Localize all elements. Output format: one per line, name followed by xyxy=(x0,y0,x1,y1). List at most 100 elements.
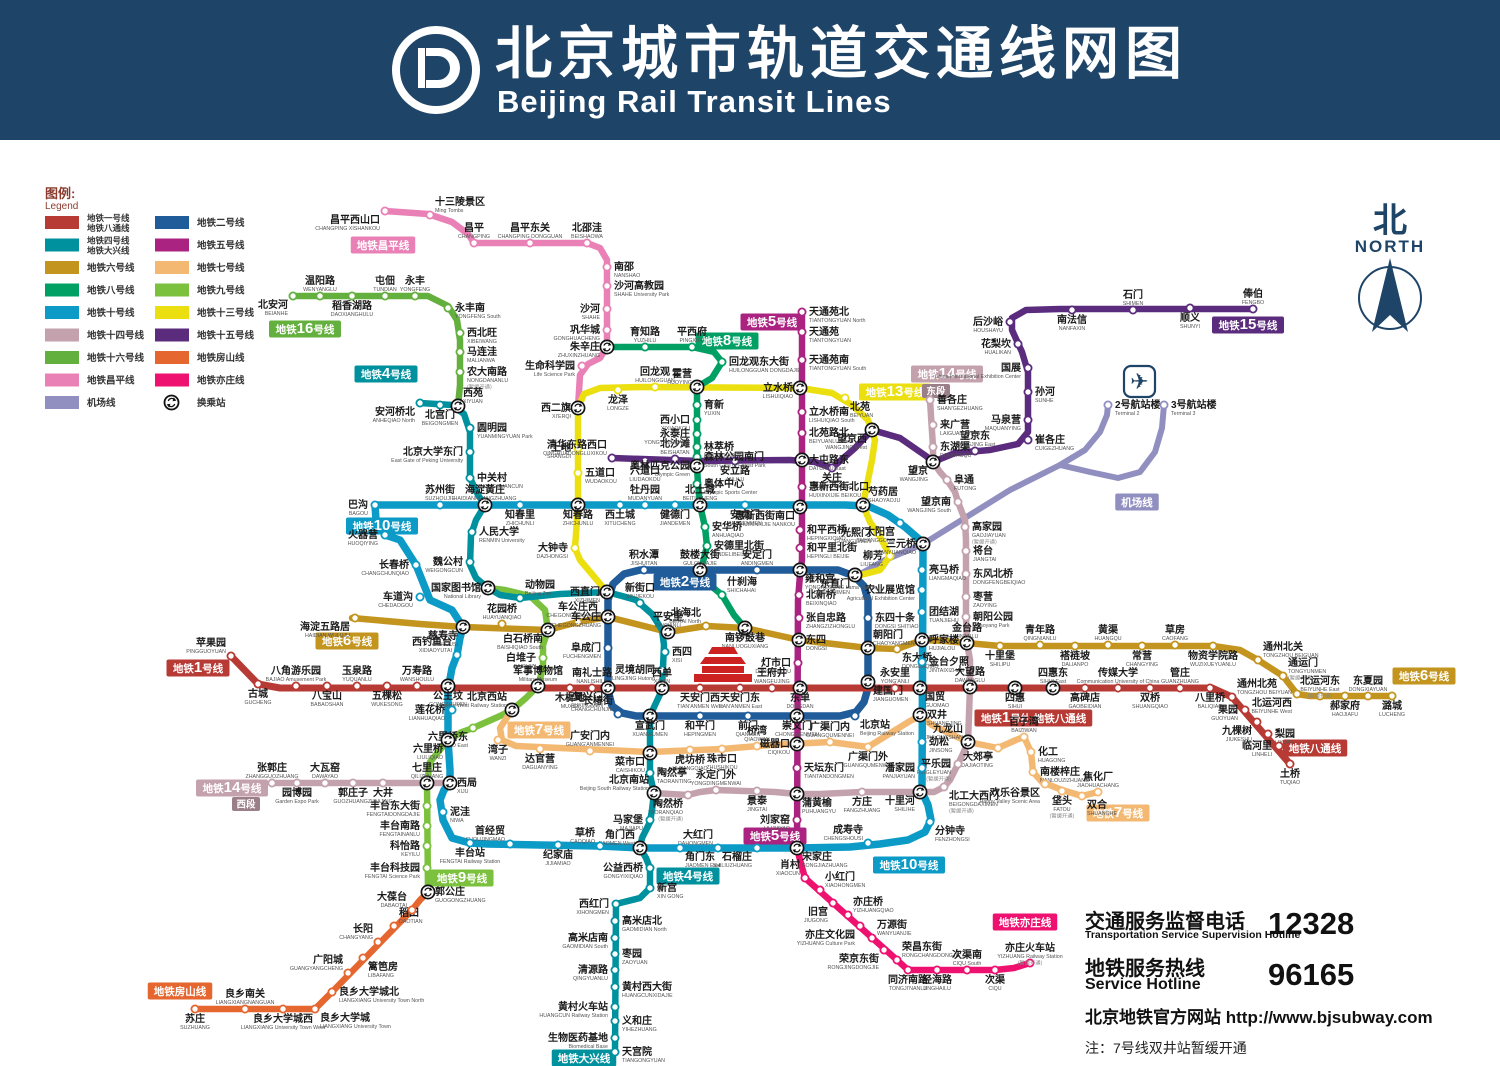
svg-text:地铁二号线: 地铁二号线 xyxy=(197,217,245,229)
svg-text:SHUANGHE: SHUANGHE xyxy=(1087,811,1117,817)
station-label: 次渠南 xyxy=(952,948,982,961)
svg-text:TUANJIEHU: TUANJIEHU xyxy=(929,618,959,624)
svg-text:Biomedical Base: Biomedical Base xyxy=(569,1044,609,1050)
svg-text:BEISHAOWA: BEISHAOWA xyxy=(571,234,603,240)
svg-text:地铁八通线: 地铁八通线 xyxy=(1034,712,1087,725)
svg-text:TAIYANGGONG: TAIYANGGONG xyxy=(856,538,895,544)
station-label: 生命科学园 xyxy=(525,359,575,372)
legend-row: 地铁一号线地铁八通线地铁二号线 xyxy=(45,213,245,233)
station-label: 十三陵景区 xyxy=(435,195,485,208)
station-label: 八角游乐园 xyxy=(270,664,321,677)
station-label: 科怡路 xyxy=(390,839,421,852)
station-label: 永安里 xyxy=(879,666,910,679)
line-badge: 地铁8号线 xyxy=(695,332,759,350)
svg-text:LINGJING Hutong: LINGJING Hutong xyxy=(612,676,655,682)
station-label: 角门西 xyxy=(605,828,635,841)
station-label: 次渠 xyxy=(985,973,1006,986)
station-label: 复兴门 xyxy=(572,690,603,703)
station-label: 七里庄 xyxy=(412,761,442,774)
station-label: 奥林匹克公园 xyxy=(630,459,690,472)
station-label: 肖村 xyxy=(780,858,800,871)
station-label: 通运门 xyxy=(1288,656,1318,669)
svg-text:DALIANPO: DALIANPO xyxy=(1062,662,1089,668)
station-label: 中关村 xyxy=(477,471,507,484)
station-label: 和平门 xyxy=(684,719,715,732)
station-label: 北海北 xyxy=(671,606,701,619)
line-badge: 地铁5号线 xyxy=(743,827,807,845)
station-label: 呼家楼 xyxy=(929,633,959,646)
svg-text:SUNHE: SUNHE xyxy=(1035,398,1054,404)
svg-text:XIBEIWANG: XIBEIWANG xyxy=(467,339,497,345)
station-label: 草桥 xyxy=(575,826,596,839)
svg-text:HUJIALOU: HUJIALOU xyxy=(929,646,955,652)
line-badge: 地铁2号线 xyxy=(653,573,717,591)
svg-text:WEIGONGCUN: WEIGONGCUN xyxy=(425,568,463,574)
line-badge: 地铁6号线 xyxy=(1392,667,1456,685)
service-hotline-number: 96165 xyxy=(1268,957,1355,992)
station-label: 西二旗 xyxy=(541,401,571,414)
station-label: 安河桥北 xyxy=(375,405,415,418)
svg-text:BEIHAI North: BEIHAI North xyxy=(669,619,701,625)
station-label: 关庄 xyxy=(822,471,842,484)
svg-text:TIANTANDONGMEN: TIANTANDONGMEN xyxy=(804,774,854,780)
station-label: 巩华城 xyxy=(570,323,600,336)
station-label: 蒲黄榆 xyxy=(802,796,833,809)
station-label: 东湖渠 xyxy=(940,440,971,453)
station-label: 永丰 xyxy=(404,274,425,287)
svg-text:HUFANGQIAO: HUFANGQIAO xyxy=(672,766,707,772)
svg-text:LIANGMAQIAO: LIANGMAQIAO xyxy=(929,576,966,582)
svg-text:BEIYUNHE East: BEIYUNHE East xyxy=(1300,687,1340,693)
svg-text:RONGCHANGDONGJIE: RONGCHANGDONGJIE xyxy=(902,953,961,959)
svg-text:NANSHAO: NANSHAO xyxy=(614,273,640,279)
svg-text:PANJIAYUAN: PANJIAYUAN xyxy=(883,774,916,780)
station-label: 亮马桥 xyxy=(929,563,960,576)
line-badge: 地铁大兴线 xyxy=(551,1049,617,1066)
svg-text:(暂缓开通): (暂缓开通) xyxy=(949,807,974,815)
station-label: 回龙观 xyxy=(640,365,670,378)
svg-text:GAOBEIDIAN: GAOBEIDIAN xyxy=(1069,704,1102,710)
svg-text:WANSHOULU: WANSHOULU xyxy=(400,677,434,683)
svg-text:地铁16号线: 地铁16号线 xyxy=(276,320,335,337)
svg-text:FANGZHUANG: FANGZHUANG xyxy=(844,808,881,814)
page-title: 北京城市轨道交通线网图 xyxy=(495,22,1188,86)
svg-text:GUANZHUANG: GUANZHUANG xyxy=(813,484,851,490)
svg-text:DAJIAOTING: DAJIAOTING xyxy=(961,763,993,769)
station-label: 望京东 xyxy=(960,429,990,442)
transit-line-yizhuang xyxy=(793,844,1034,974)
svg-text:TIANTONGYUAN: TIANTONGYUAN xyxy=(809,338,851,344)
station-label: 立水桥 xyxy=(763,381,794,394)
station-label: 育新 xyxy=(704,398,724,411)
svg-text:XUANWUMEN: XUANWUMEN xyxy=(632,732,667,738)
station-label: 石榴庄 xyxy=(721,850,752,863)
